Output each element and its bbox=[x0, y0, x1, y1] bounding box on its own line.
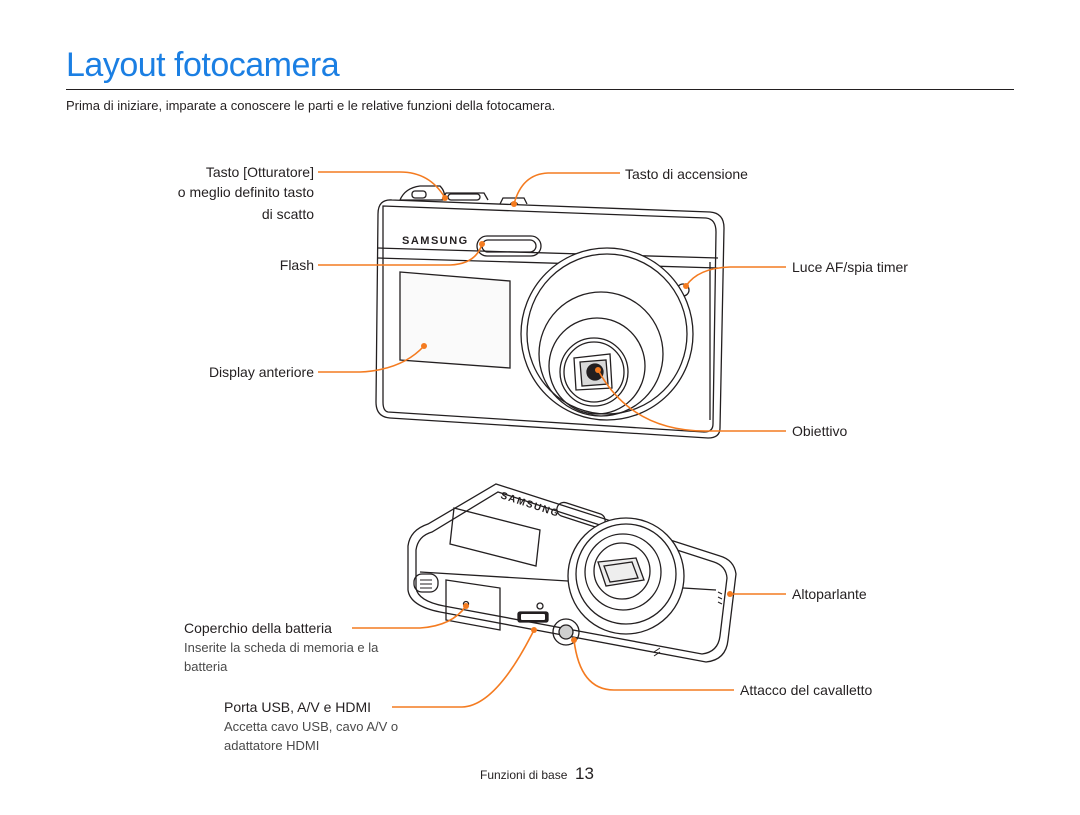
page-number: 13 bbox=[575, 764, 594, 783]
front-brand-logo: SAMSUNG bbox=[402, 235, 469, 247]
label-shutter-line2: o meglio definito tasto bbox=[177, 184, 314, 200]
callout-af bbox=[685, 266, 786, 287]
footer-section: Funzioni di base bbox=[480, 768, 568, 782]
label-shutter-line3: di scatto bbox=[261, 206, 314, 222]
callout-flash bbox=[318, 243, 483, 266]
label-speaker: Altoparlante bbox=[792, 586, 867, 602]
callout-shutter bbox=[318, 171, 446, 199]
front-camera-illustration: SAMSUNG bbox=[375, 185, 725, 439]
callout-battery bbox=[352, 605, 467, 629]
label-shutter: Tasto [Otturatore] bbox=[205, 164, 314, 180]
battery-cover-note-line2: batteria bbox=[184, 659, 228, 674]
label-front-display: Display anteriore bbox=[208, 364, 314, 380]
callout-lens bbox=[597, 369, 786, 432]
callout-usb bbox=[392, 629, 535, 708]
usb-port-note-line2: adattatore HDMI bbox=[224, 738, 320, 753]
label-battery-cover: Coperchio della batteria bbox=[184, 620, 332, 636]
callout-dots bbox=[421, 195, 733, 643]
callout-display bbox=[318, 345, 425, 373]
label-power: Tasto di accensione bbox=[625, 166, 748, 182]
callout-tripod bbox=[573, 639, 734, 691]
callout-lines bbox=[318, 171, 786, 708]
label-tripod: Attacco del cavalletto bbox=[740, 682, 873, 698]
bottom-camera-illustration: SAMSUNG bbox=[407, 483, 737, 663]
label-lens: Obiettivo bbox=[792, 423, 848, 439]
callout-power bbox=[513, 172, 620, 205]
usb-port-note: Accetta cavo USB, cavo A/V o bbox=[224, 719, 399, 734]
label-af-lamp: Luce AF/spia timer bbox=[792, 259, 908, 275]
label-usb-port: Porta USB, A/V e HDMI bbox=[224, 699, 372, 715]
label-flash: Flash bbox=[279, 257, 314, 273]
title-divider bbox=[66, 89, 1014, 90]
intro-text: Prima di iniziare, imparate a conoscere … bbox=[66, 98, 556, 113]
page-title: Layout fotocamera bbox=[66, 46, 340, 84]
battery-cover-note: Inserite la scheda di memoria e la bbox=[184, 640, 379, 655]
